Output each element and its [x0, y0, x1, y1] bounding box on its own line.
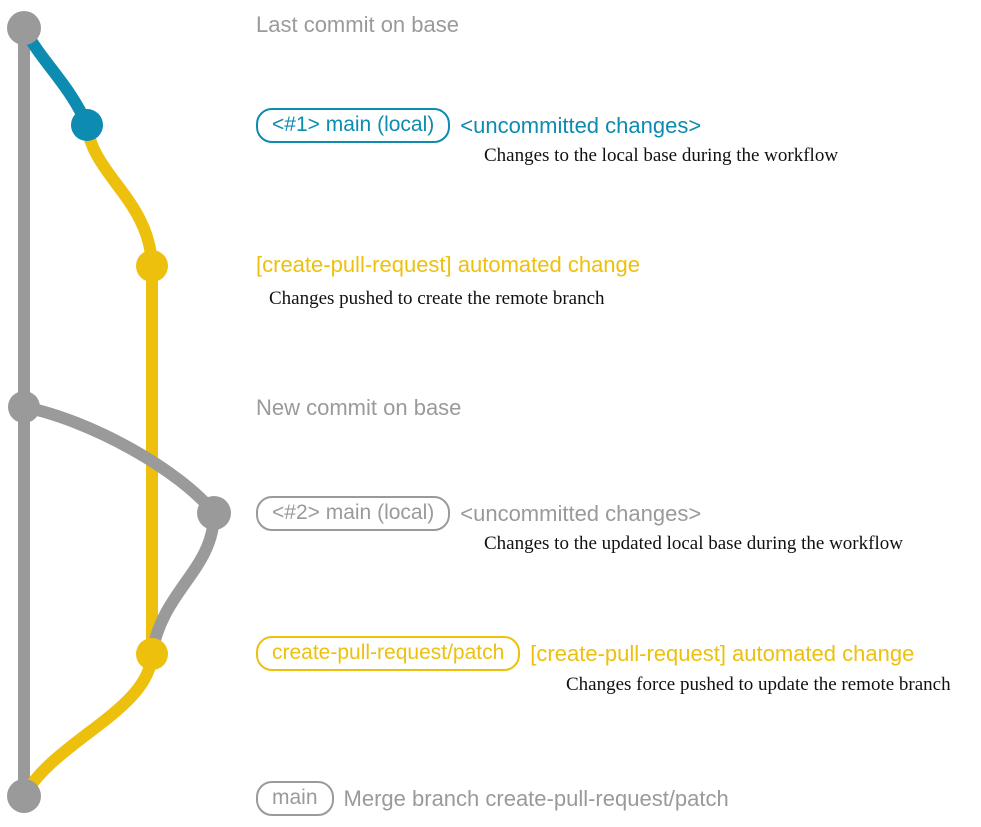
ref-chip-create-pull-request-patch[interactable]: create-pull-request/patch: [256, 636, 521, 672]
commit-subject-local-change-1: <uncommitted changes>: [460, 113, 702, 138]
commit-row-local-change-1: <#1> main (local) <uncommitted changes>: [256, 108, 702, 145]
commit-subject-last-commit-on-base: Last commit on base: [256, 12, 459, 37]
commit-note-automated-change-1: Changes pushed to create the remote bran…: [269, 288, 605, 309]
commit-node-merge-commit[interactable]: [7, 779, 41, 813]
commit-node-local-change-1[interactable]: [71, 109, 103, 141]
commit-node-automated-change-2[interactable]: [136, 638, 168, 670]
commit-row-automated-change-2: create-pull-request/patch [create-pull-r…: [256, 636, 915, 673]
graph-edges: [18, 22, 220, 802]
graph-edge-merge-to-remote-2: [146, 507, 220, 660]
commit-subject-automated-change-2: [create-pull-request] automated change: [530, 641, 915, 666]
commit-subject-local-change-2: <uncommitted changes>: [460, 501, 702, 526]
commit-node-local-change-2[interactable]: [197, 496, 231, 530]
commit-subject-automated-change-1: [create-pull-request] automated change: [256, 252, 641, 277]
commit-note-local-change-1: Changes to the local base during the wor…: [484, 145, 839, 166]
commit-subject-merge-commit: Merge branch create-pull-request/patch: [343, 786, 729, 811]
commit-node-automated-change-1[interactable]: [136, 250, 168, 282]
commit-node-last-commit-on-base[interactable]: [7, 11, 41, 45]
commit-node-new-commit-on-base[interactable]: [8, 391, 40, 423]
commit-note-local-change-2: Changes to the updated local base during…: [484, 533, 903, 554]
graph-edge-base-2-to-merge: [18, 401, 220, 519]
ref-chip-main-local-1[interactable]: <#1> main (local): [256, 108, 451, 144]
commit-note-automated-change-2: Changes force pushed to update the remot…: [566, 674, 951, 695]
graph-edge-base-to-local-1: [18, 22, 93, 131]
commit-row-merge-commit: main Merge branch create-pull-request/pa…: [256, 781, 729, 818]
commit-row-automated-change-1: [create-pull-request] automated change: [256, 252, 641, 277]
graph-nodes: [7, 11, 231, 813]
graph-edge-local-1-to-remote-1: [81, 119, 158, 272]
commit-row-local-change-2: <#2> main (local) <uncommitted changes>: [256, 496, 702, 533]
commit-subject-new-commit-on-base: New commit on base: [256, 395, 462, 420]
ref-chip-main[interactable]: main: [256, 781, 334, 817]
graph-edge-remote-2-to-merge-commit: [18, 648, 158, 802]
ref-chip-main-local-2[interactable]: <#2> main (local): [256, 496, 451, 532]
